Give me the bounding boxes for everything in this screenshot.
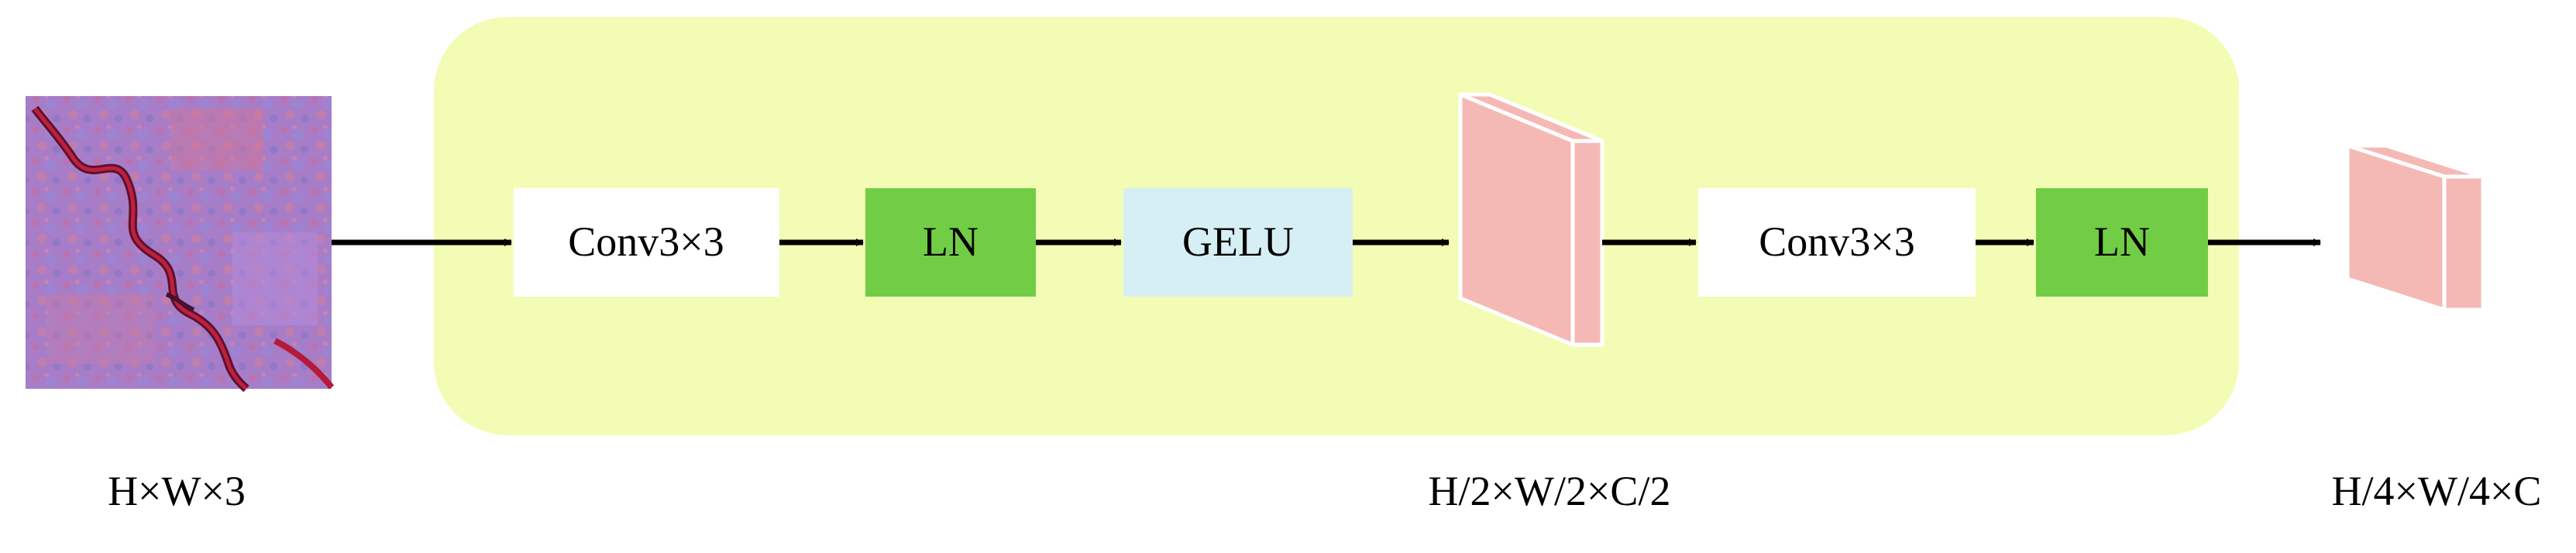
step-conv-1: Conv3×3 [514, 188, 779, 297]
input-image [26, 96, 335, 393]
conv3x3-label-1: Conv3×3 [568, 218, 724, 265]
feature-map-slab-icon [2345, 143, 2485, 312]
feature-map-slab-icon [1458, 92, 1604, 347]
input-size-label: H×W×3 [108, 468, 246, 514]
step-ln-1: LN [865, 188, 1036, 297]
conv3x3-box-2 [1698, 188, 1976, 297]
step-gelu: GELU [1123, 188, 1353, 297]
output-size-label: H/4×W/4×C [2332, 468, 2542, 514]
ln-label-2: LN [2094, 218, 2150, 265]
gelu-box [1123, 188, 1353, 297]
output-feature-map [2345, 143, 2485, 312]
ln-box-2 [2036, 188, 2208, 297]
gelu-label: GELU [1182, 218, 1294, 265]
ln-label-1: LN [923, 218, 978, 265]
intermediate-feature-map [1458, 92, 1604, 347]
satellite-image-icon [26, 96, 335, 393]
step-ln-2: LN [2036, 188, 2208, 297]
ln-box-1 [865, 188, 1036, 297]
intermediate-size-label: H/2×W/2×C/2 [1429, 468, 1671, 514]
step-conv-2: Conv3×3 [1698, 188, 1976, 297]
conv3x3-label-2: Conv3×3 [1759, 218, 1914, 265]
conv3x3-box-1 [514, 188, 779, 297]
